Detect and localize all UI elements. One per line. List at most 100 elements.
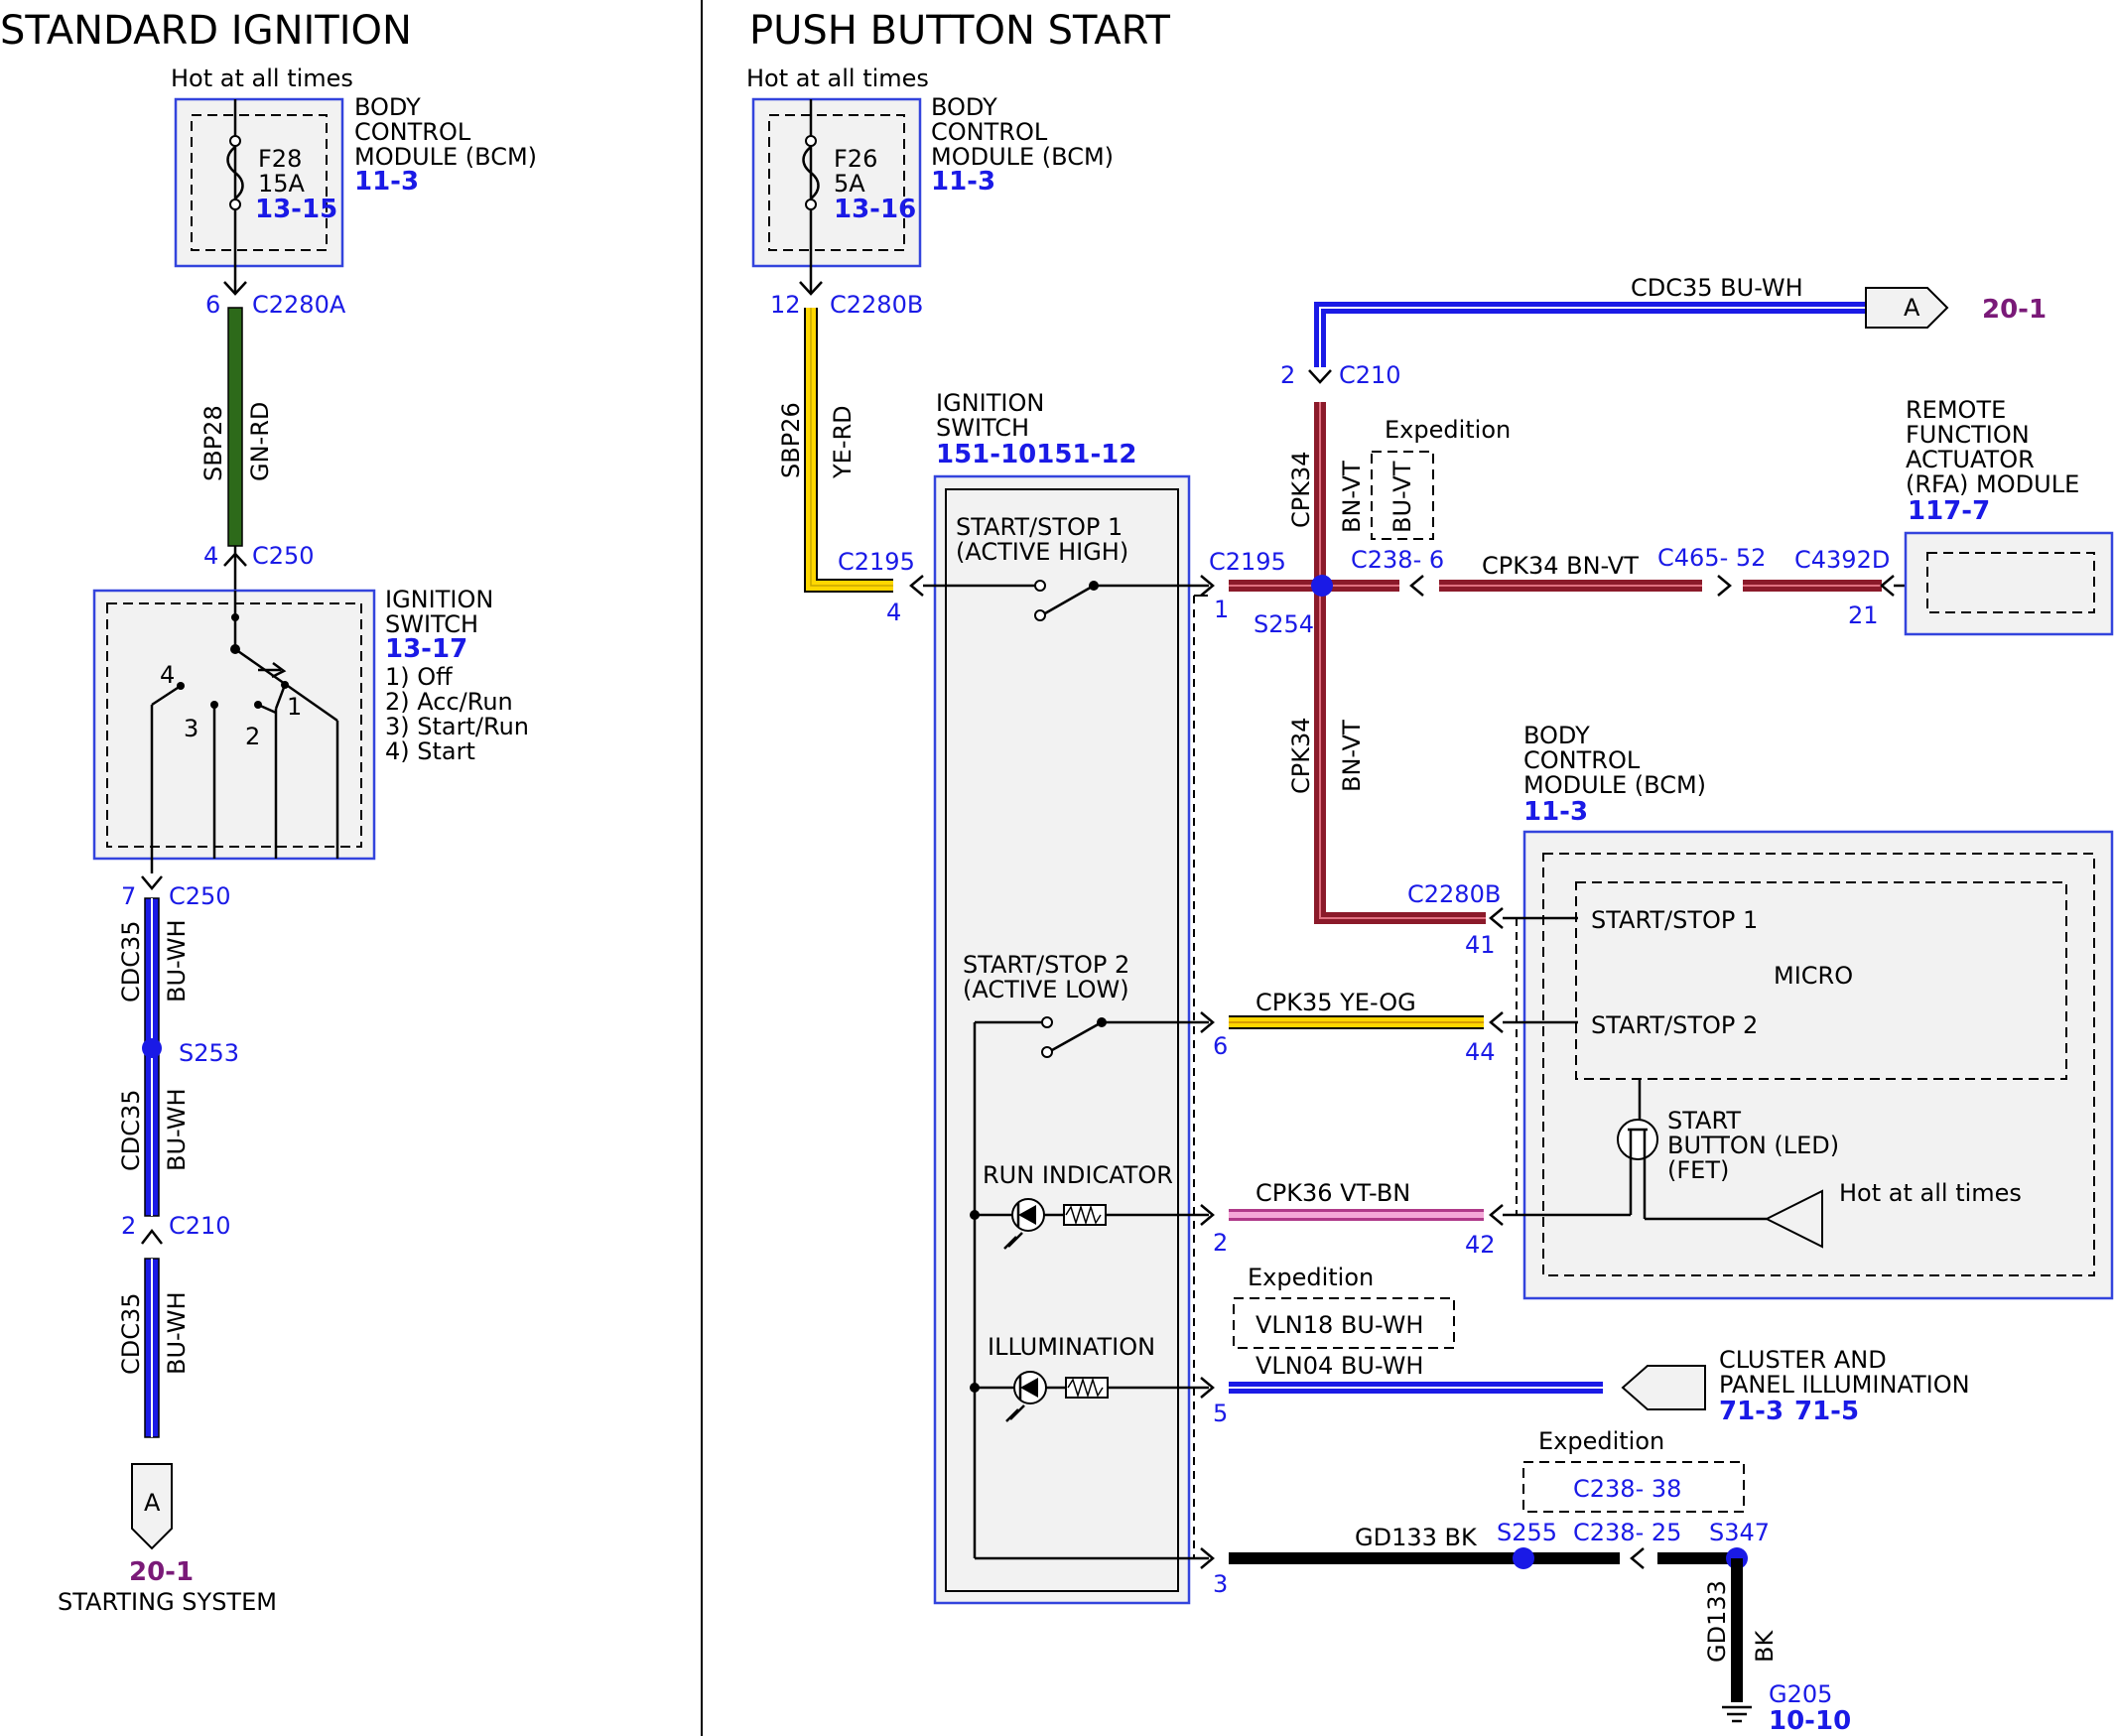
std-fuse-amp: 15A [258, 170, 306, 198]
push-expedition-box-1 [1371, 451, 1434, 540]
push-expedition-2: Expedition [1248, 1264, 1374, 1291]
push-start-btn-3: (FET) [1667, 1156, 1729, 1184]
push-expedition-box-2 [1233, 1297, 1455, 1349]
connector-symbol [223, 281, 247, 296]
push-ss2-switch [1051, 1020, 1103, 1052]
std-ign-ref[interactable]: 13-17 [385, 634, 467, 664]
push-s255: S255 [1497, 1519, 1557, 1546]
push-micro-ss1: START/STOP 1 [1591, 906, 1758, 934]
push-rfa-label-1: REMOTE [1906, 396, 2006, 424]
push-conn-c2280b: C2280B [830, 291, 923, 319]
push-start-btn-1: START [1667, 1107, 1741, 1135]
std-wire-buwh-1-label: BU-WH [163, 920, 191, 1003]
std-splice-s253-label: S253 [179, 1039, 239, 1067]
std-pos-num-4: 4 [160, 661, 175, 689]
std-offpage-label: STARTING SYSTEM [58, 1588, 277, 1616]
std-offpage-connector[interactable] [131, 1463, 173, 1550]
push-bcm-label-1: BODY [931, 93, 997, 121]
std-pos-num-3: 3 [184, 715, 198, 742]
push-fuse-amp: 5A [834, 170, 865, 198]
push-cpk35: CPK35 YE-OG [1255, 989, 1416, 1016]
push-bcm2-ref[interactable]: 11-3 [1523, 797, 1588, 827]
std-pin-6: 6 [205, 291, 220, 319]
push-expedition-1: Expedition [1385, 416, 1511, 444]
push-pin-12: 12 [770, 291, 801, 319]
std-wire-sbp28: SBP28 [199, 405, 227, 481]
push-wire-sbp26: SBP26 [777, 402, 805, 478]
push-conn-c210: C210 [1339, 361, 1401, 389]
push-bcm-label-3: MODULE (BCM) [931, 143, 1114, 171]
push-c238-6: C238- 6 [1351, 546, 1444, 574]
push-pin-3: 3 [1213, 1570, 1228, 1598]
std-ign-label-2: SWITCH [385, 610, 478, 638]
push-s347: S347 [1709, 1519, 1770, 1546]
push-splice-s255 [1513, 1547, 1534, 1569]
push-expedition-box-3 [1522, 1461, 1745, 1513]
std-pos-3: 3) Start/Run [385, 713, 529, 740]
push-g205-ref[interactable]: 10-10 [1769, 1706, 1851, 1736]
push-c238-25: C238- 25 [1573, 1519, 1681, 1546]
push-pin-21: 21 [1848, 601, 1879, 629]
std-wire-gn-rd [227, 307, 243, 547]
push-wire-cdc35-top [1314, 302, 1866, 367]
push-fuse-symbol [802, 146, 820, 200]
push-c4392d: C4392D [1794, 546, 1890, 574]
push-ss2-label-1: START/STOP 2 [963, 951, 1129, 979]
push-cluster-connector[interactable] [1621, 1365, 1706, 1410]
push-rfa-label-4: (RFA) MODULE [1906, 470, 2079, 498]
push-fuse-ref[interactable]: 13-16 [834, 195, 916, 224]
push-cpk34-v1: CPK34 [1287, 451, 1315, 528]
push-cpk34-horiz: CPK34 BN-VT [1482, 552, 1639, 580]
push-bcm2-label-3: MODULE (BCM) [1523, 771, 1706, 799]
std-wire-cdc35-2: CDC35 [117, 1089, 145, 1171]
push-ss1-label-1: START/STOP 1 [956, 513, 1123, 541]
push-c465-52: C465- 52 [1657, 544, 1766, 572]
std-fuse-symbol [226, 146, 244, 200]
push-ss1-switch [1044, 584, 1095, 615]
push-cluster-2: PANEL ILLUMINATION [1719, 1371, 1970, 1399]
std-fuse-ref[interactable]: 13-15 [255, 195, 337, 224]
push-cluster-ref-1[interactable]: 71-3 [1719, 1397, 1784, 1426]
push-pin-44: 44 [1465, 1038, 1496, 1066]
push-ign-label-1: IGNITION [936, 389, 1044, 417]
std-wire-cdc35-3: CDC35 [117, 1292, 145, 1375]
push-ign-ref[interactable]: 151-10151-12 [936, 440, 1137, 469]
push-gd133: GD133 BK [1355, 1524, 1478, 1551]
std-splice-s253 [142, 1038, 162, 1058]
std-bcm-inner [191, 114, 328, 251]
push-c2280b-lower: C2280B [1407, 880, 1501, 908]
push-cluster-ref-2[interactable]: 71-5 [1794, 1397, 1859, 1426]
std-bcm-label-2: CONTROL [354, 118, 471, 146]
title-push-button-start: PUSH BUTTON START [749, 8, 1171, 54]
std-offpage-ref[interactable]: 20-1 [129, 1557, 194, 1587]
std-pin-4: 4 [203, 542, 218, 570]
push-cpk36: CPK36 VT-BN [1255, 1179, 1410, 1207]
std-conn-c210: C210 [169, 1212, 231, 1240]
std-bcm-ref[interactable]: 11-3 [354, 167, 419, 197]
push-start-btn-2: BUTTON (LED) [1667, 1132, 1839, 1159]
push-hot2: Hot at all times [1839, 1179, 2022, 1207]
std-bcm-label-3: MODULE (BCM) [354, 143, 537, 171]
push-top-offpage-ref[interactable]: 20-1 [1982, 295, 2047, 325]
std-hot-label: Hot at all times [171, 65, 353, 92]
push-splice-s254 [1311, 575, 1333, 597]
push-top-offpage[interactable] [1865, 287, 1949, 329]
push-pin-42: 42 [1465, 1231, 1496, 1259]
push-c210-pin: 2 [1280, 361, 1295, 389]
std-bcm-label-1: BODY [354, 93, 421, 121]
std-conn-c2280a: C2280A [252, 291, 346, 319]
push-ground-icon [1722, 1705, 1752, 1723]
push-bk-v: BK [1751, 1630, 1779, 1663]
push-s254: S254 [1254, 610, 1314, 638]
push-cluster-1: CLUSTER AND [1719, 1346, 1887, 1374]
std-pos-num-2: 2 [245, 723, 260, 750]
std-pos-4: 4) Start [385, 737, 475, 765]
std-pos-1: 1) Off [385, 663, 453, 691]
push-bcm-ref[interactable]: 11-3 [931, 167, 995, 197]
push-rfa-ref[interactable]: 117-7 [1908, 496, 1990, 526]
push-fet-symbol [1617, 1119, 1658, 1160]
push-cpk34-alt: BU-VT [1388, 461, 1416, 533]
push-rfa-box [1904, 531, 2114, 636]
push-run-indicator-label: RUN INDICATOR [983, 1161, 1173, 1189]
